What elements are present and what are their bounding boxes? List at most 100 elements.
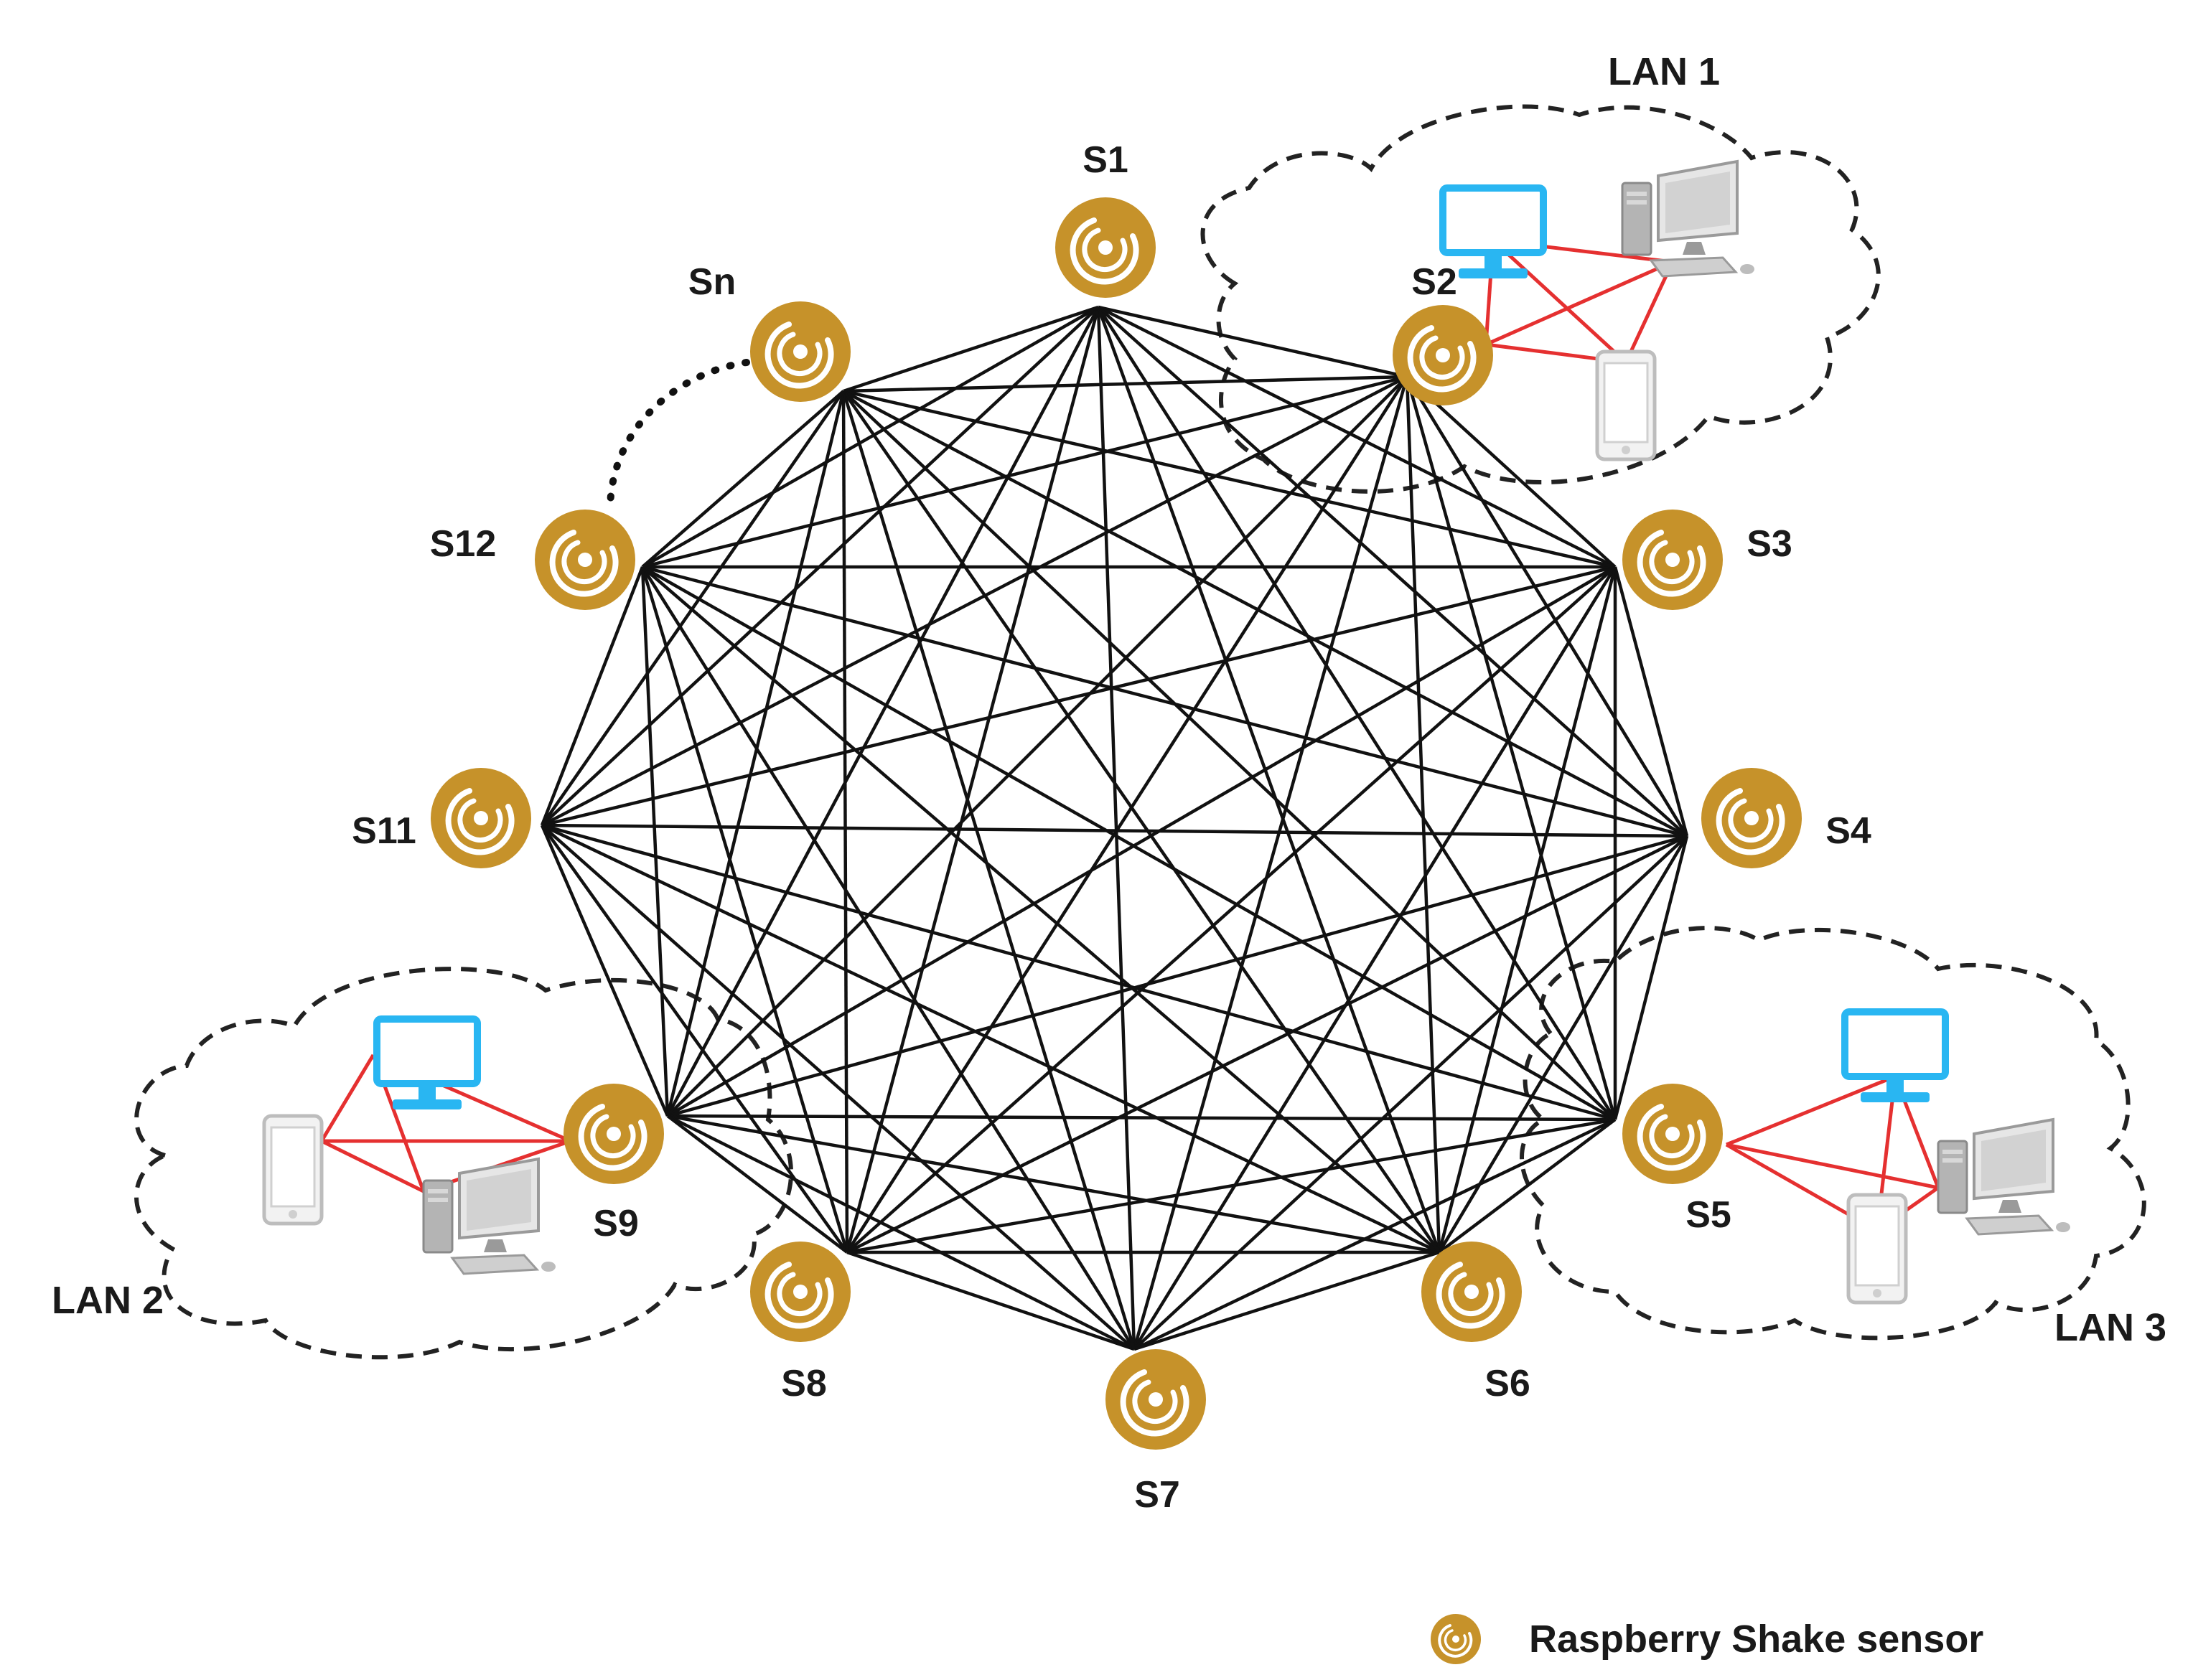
sensor-icon bbox=[1622, 510, 1723, 610]
lan3-monitor-icon bbox=[1845, 1012, 1945, 1102]
mesh-link-s12-sn bbox=[641, 390, 845, 568]
mesh-link-s1-s4 bbox=[1097, 306, 1688, 837]
mesh-link-s6-s12 bbox=[641, 566, 1441, 1254]
sensor-sn: Sn bbox=[688, 261, 851, 402]
lan-devices bbox=[264, 160, 2072, 1303]
mesh-link-s3-s7 bbox=[1133, 566, 1617, 1351]
sensor-icon bbox=[431, 768, 531, 868]
mesh-link-s2-s9 bbox=[666, 375, 1408, 1117]
mesh-link-s2-s7 bbox=[1132, 376, 1409, 1350]
ellipsis-connector bbox=[607, 359, 750, 513]
mesh-link-s2-s11 bbox=[541, 375, 1408, 827]
lan3-desktop-icon bbox=[1937, 1118, 2072, 1236]
sensor-s1: S1 bbox=[1055, 139, 1156, 298]
mesh-link-s2-sn bbox=[843, 375, 1408, 393]
lan1-label: LAN 1 bbox=[1608, 50, 1720, 93]
sensor-icon bbox=[1393, 305, 1493, 405]
sensor-label: S3 bbox=[1747, 523, 1792, 565]
sensor-label: S6 bbox=[1484, 1363, 1530, 1404]
sensor-icon bbox=[564, 1084, 664, 1184]
mesh-links bbox=[540, 305, 1689, 1351]
lan3-link-hub-monitor bbox=[1726, 1074, 1896, 1147]
mesh-link-s6-sn bbox=[842, 390, 1441, 1254]
sensor-s5: S5 bbox=[1622, 1084, 1731, 1236]
mesh-link-s1-s7 bbox=[1096, 306, 1136, 1350]
sensor-label: S12 bbox=[430, 523, 497, 565]
mesh-link-s3-s8 bbox=[846, 566, 1617, 1254]
mesh-link-s5-s9 bbox=[667, 1114, 1616, 1122]
lan2-link-monitor-phone bbox=[319, 1053, 375, 1142]
sensor-icon bbox=[1429, 1613, 1482, 1666]
sensor-icon bbox=[1622, 1084, 1723, 1184]
mesh-link-s1-s6 bbox=[1096, 306, 1441, 1253]
mesh-link-s3-sn bbox=[843, 389, 1616, 569]
mesh-link-s1-sn bbox=[843, 305, 1099, 393]
sensor-label: S2 bbox=[1411, 261, 1457, 303]
lan2-phone-icon bbox=[264, 1116, 322, 1224]
mesh-link-s5-sn bbox=[842, 390, 1617, 1121]
lan1-link-desktop-phone bbox=[1624, 261, 1675, 364]
mesh-link-s4-s9 bbox=[667, 834, 1688, 1118]
sensor-label: S8 bbox=[781, 1363, 827, 1404]
mesh-link-s7-s11 bbox=[541, 824, 1136, 1351]
mesh-link-s1-s2 bbox=[1098, 305, 1408, 379]
sensor-label: S7 bbox=[1134, 1474, 1180, 1516]
sensor-s9: S9 bbox=[564, 1084, 664, 1244]
legend: Raspberry Shake sensor bbox=[1429, 1613, 1983, 1666]
mesh-link-s6-s9 bbox=[667, 1114, 1440, 1254]
sensor-label: S4 bbox=[1825, 810, 1871, 852]
sensor-s3: S3 bbox=[1622, 510, 1792, 610]
mesh-link-s1-s9 bbox=[666, 306, 1100, 1117]
mesh-link-s9-s11 bbox=[540, 825, 670, 1117]
lan2-link-desktop-phone bbox=[320, 1139, 425, 1193]
lan2-desktop-icon bbox=[422, 1158, 557, 1275]
mesh-link-s5-s6 bbox=[1438, 1118, 1617, 1254]
mesh-link-s3-s11 bbox=[541, 565, 1616, 827]
sensor-s6: S6 bbox=[1421, 1242, 1530, 1404]
legend-label: Raspberry Shake sensor bbox=[1529, 1618, 1983, 1661]
lan2-monitor-icon bbox=[377, 1019, 477, 1109]
sensor-s4: S4 bbox=[1701, 768, 1871, 868]
mesh-link-s4-s5 bbox=[1613, 835, 1689, 1120]
lan2-cloud bbox=[134, 967, 794, 1360]
mesh-link-s7-sn bbox=[841, 390, 1136, 1350]
mesh-link-s7-s8 bbox=[846, 1250, 1135, 1351]
lan3-label: LAN 3 bbox=[2054, 1306, 2166, 1349]
sensor-s2: S2 bbox=[1393, 261, 1493, 405]
mesh-link-s4-s8 bbox=[846, 834, 1688, 1254]
mesh-link-s6-s11 bbox=[541, 823, 1440, 1254]
mesh-link-s11-s12 bbox=[540, 566, 645, 826]
sensor-icon bbox=[1055, 197, 1156, 298]
mesh-link-s2-s5 bbox=[1405, 376, 1617, 1120]
lan2-label: LAN 2 bbox=[52, 1279, 164, 1322]
mesh-link-s2-s6 bbox=[1405, 376, 1441, 1253]
mesh-link-s5-s8 bbox=[846, 1117, 1616, 1254]
sensor-icon bbox=[750, 301, 851, 402]
lan3-cloud bbox=[1520, 926, 2146, 1341]
sensor-icon bbox=[1421, 1242, 1522, 1342]
sensor-label: S5 bbox=[1685, 1194, 1731, 1236]
mesh-link-s8-s11 bbox=[541, 824, 848, 1254]
sensor-s11: S11 bbox=[352, 768, 531, 868]
lan1-cloud bbox=[1200, 104, 1881, 494]
mesh-link-s9-sn bbox=[665, 390, 846, 1117]
mesh-link-s2-s3 bbox=[1406, 375, 1617, 568]
mesh-link-s2-s8 bbox=[846, 375, 1408, 1254]
mesh-link-s8-s9 bbox=[666, 1114, 848, 1254]
sensor-s12: S12 bbox=[430, 510, 635, 610]
sensor-icon bbox=[535, 510, 635, 610]
mesh-link-s4-s7 bbox=[1133, 835, 1688, 1351]
mesh-link-s5-s7 bbox=[1133, 1117, 1616, 1351]
mesh-link-s5-s11 bbox=[541, 823, 1616, 1122]
sensor-s8: S8 bbox=[750, 1242, 851, 1404]
mesh-link-s9-s12 bbox=[640, 566, 670, 1117]
mesh-link-s7-s9 bbox=[666, 1114, 1136, 1351]
sensor-icon bbox=[1105, 1349, 1206, 1450]
mesh-link-s4-s12 bbox=[642, 565, 1688, 838]
lan1-link-hub-desktop bbox=[1484, 260, 1674, 347]
lan-links bbox=[319, 238, 1940, 1233]
sensor-icon bbox=[750, 1242, 851, 1342]
sensor-label: S1 bbox=[1083, 139, 1128, 181]
